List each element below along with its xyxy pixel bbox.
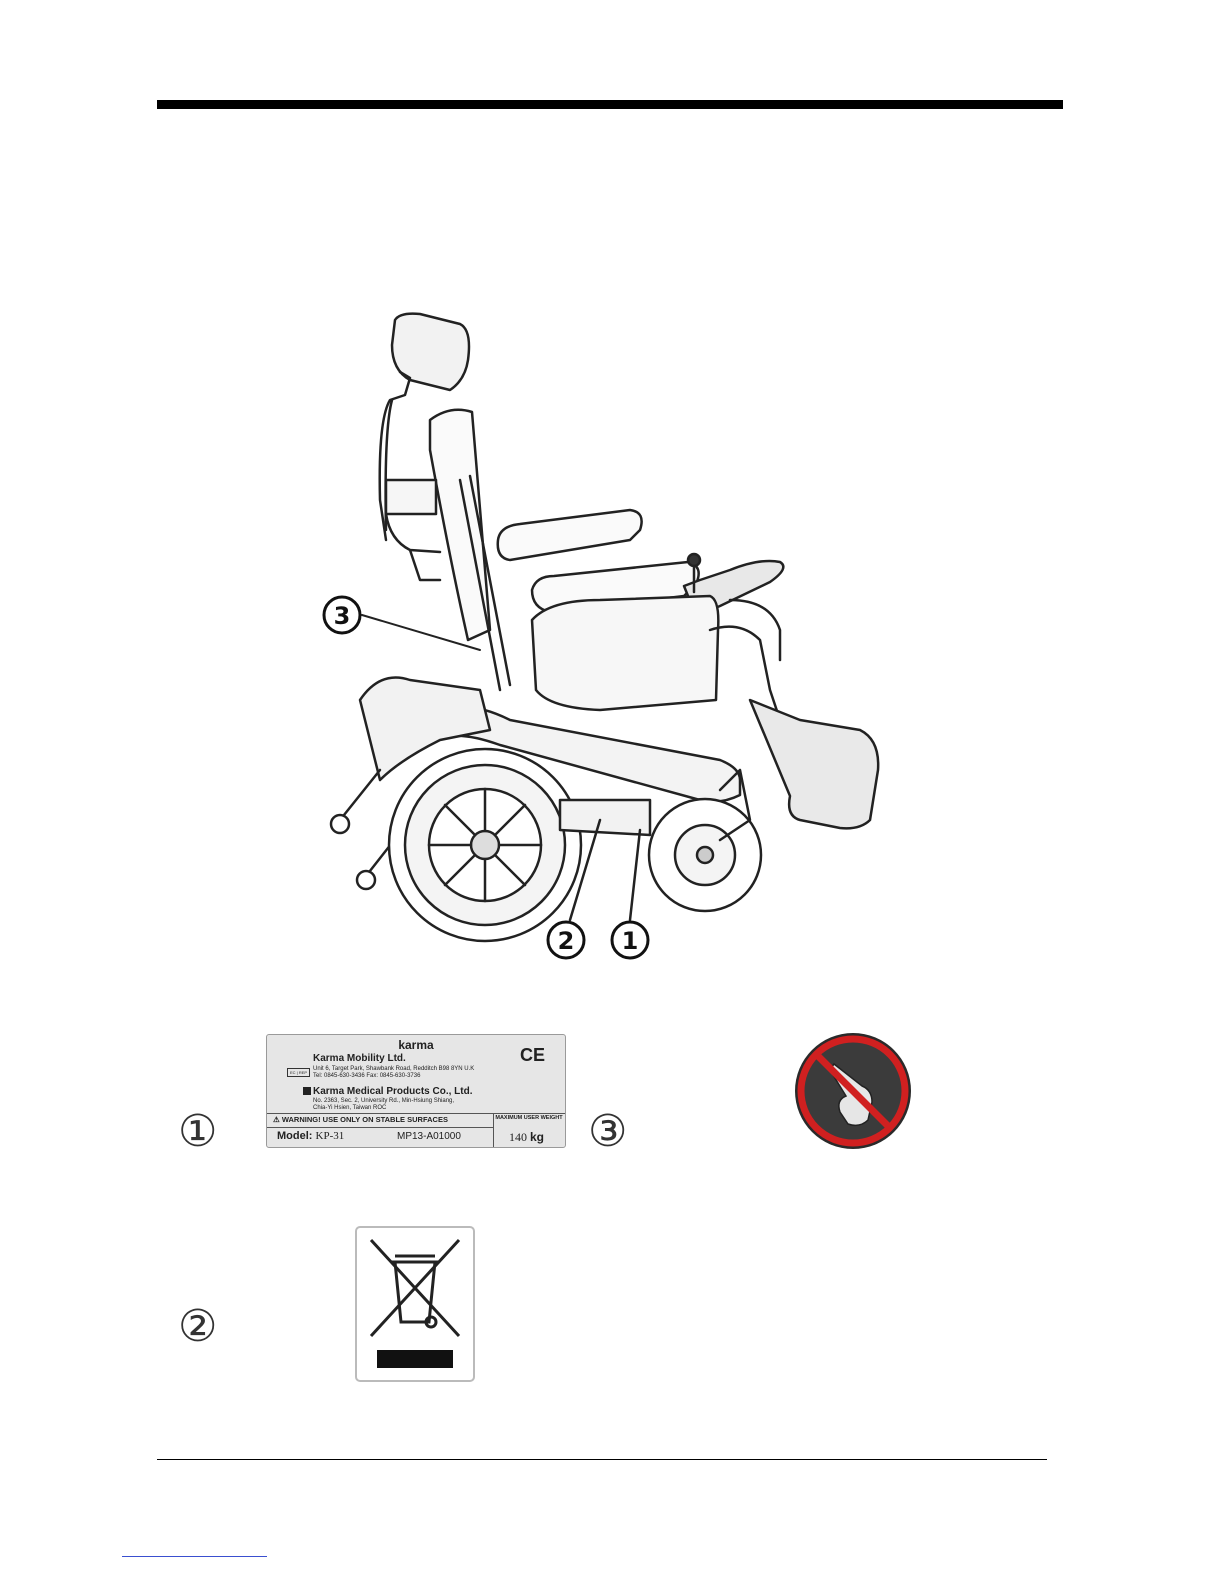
- header-rule: [157, 100, 1063, 109]
- plate-company-1: Karma Mobility Ltd.: [313, 1053, 406, 1064]
- label-callout-1: ①: [178, 1106, 218, 1157]
- wheelchair-illustration: 3 2 1: [322, 312, 880, 960]
- plate-brand: karma: [398, 1038, 434, 1052]
- footer-link-underline: [122, 1556, 267, 1557]
- footer-rule: [157, 1459, 1047, 1460]
- ce-mark: CE: [519, 1045, 545, 1065]
- plate-weight: 140 kg: [509, 1130, 545, 1144]
- figure-callout-1: 1: [622, 927, 639, 955]
- label-callout-2: ②: [178, 1301, 218, 1352]
- figure-callout-2: 2: [558, 927, 575, 955]
- callout-1-circle: [610, 920, 650, 960]
- plate-warning: ⚠ WARNING! USE ONLY ON STABLE SURFACES: [273, 1115, 448, 1124]
- no-hand-pinch-icon: [795, 1033, 911, 1149]
- plate-max-weight-label: MAXIMUM USER WEIGHT: [495, 1115, 563, 1121]
- plate-company-2: Karma Medical Products Co., Ltd.: [313, 1086, 473, 1097]
- manufacturer-icon: [303, 1087, 311, 1095]
- plate-company-1-address: Unit 6, Target Park, Shawbank Road, Redd…: [313, 1066, 475, 1072]
- callout-3-circle: [322, 595, 362, 635]
- ec-rep-icon: EC | REP: [287, 1068, 311, 1077]
- plate-serial: MP13-A01000: [397, 1131, 461, 1142]
- figure-callout-3: 3: [334, 602, 351, 630]
- crossed-out-wheeled-bin-icon: [355, 1226, 475, 1382]
- warning-triangle-icon: ⚠: [273, 1115, 280, 1124]
- callout-2-circle: [546, 920, 586, 960]
- label-callout-3: ③: [588, 1106, 628, 1157]
- plate-model: Model: KP-31: [277, 1130, 345, 1142]
- plate-company-2-address-1: No. 2363, Sec. 2, University Rd., Min-Hs…: [313, 1098, 455, 1104]
- plate-company-1-tel: Tel: 0845-630-3436 Fax: 0845-630-3736: [313, 1073, 421, 1079]
- rating-plate: karma CE EC | REP Karma Mobility Ltd. Un…: [266, 1034, 566, 1148]
- plate-company-2-address-2: Chia-Yi Hsien, Taiwan ROC: [313, 1105, 387, 1111]
